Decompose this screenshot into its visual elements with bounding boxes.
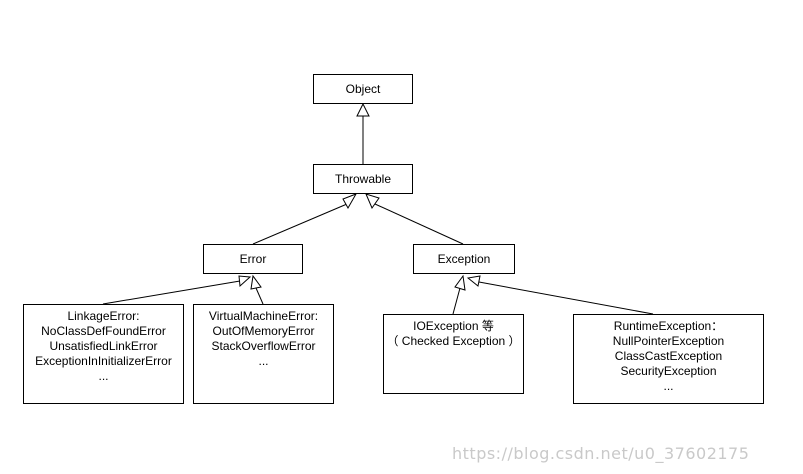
node-text-line: StackOverflowError [211, 339, 316, 353]
node-text-line: ... [98, 369, 109, 383]
node-object-label: Object [345, 81, 381, 96]
arrowhead-error-2 [250, 274, 262, 290]
arrowhead-object [356, 102, 370, 117]
node-object: Object [313, 74, 413, 104]
node-text-line: SecurityException [620, 364, 717, 378]
node-text-line: （ Checked Exception ） [386, 334, 521, 348]
arrowhead-exception-1 [454, 274, 466, 291]
node-text-line: UnsatisfiedLinkError [49, 339, 158, 353]
edge-vm-error [255, 287, 264, 305]
node-throwable: Throwable [313, 164, 413, 194]
node-error-label: Error [239, 251, 267, 266]
node-exception-label: Exception [437, 251, 491, 266]
arrowhead-exception-2 [466, 275, 481, 287]
edge-error-throwable [252, 203, 348, 245]
node-text-line: ClassCastException [614, 349, 723, 363]
node-text-line: IOException 等 [413, 319, 494, 333]
node-runtime-exception: RuntimeException： NullPointerException C… [573, 314, 764, 404]
watermark-text: https://blog.csdn.net/u0_37602175 [452, 444, 750, 463]
node-text-line: NoClassDefFoundError [41, 324, 166, 338]
arrowhead-throwable-2 [365, 193, 380, 210]
node-text-line: ... [663, 379, 674, 393]
node-text-line: RuntimeException： [613, 319, 724, 333]
node-text-line: ExceptionInInitializerError [35, 354, 172, 368]
node-text-line: OutOfMemoryError [212, 324, 315, 338]
node-throwable-label: Throwable [334, 171, 392, 186]
edge-linkage-error [102, 280, 241, 305]
node-text-line: ... [258, 354, 269, 368]
node-linkage-error: LinkageError: NoClassDefFoundError Unsat… [23, 304, 184, 404]
node-text-line: LinkageError: [67, 309, 140, 323]
node-error: Error [203, 244, 303, 274]
node-io-exception: IOException 等 （ Checked Exception ） [383, 314, 524, 394]
node-exception: Exception [413, 244, 515, 274]
node-text-line: NullPointerException [612, 334, 725, 348]
arrowhead-error-1 [238, 275, 252, 288]
edge-io-exception [452, 287, 461, 315]
node-virtual-machine-error: VirtualMachineError: OutOfMemoryError St… [193, 304, 334, 404]
edge-exception-throwable [374, 203, 464, 245]
node-text-line: VirtualMachineError: [208, 309, 319, 323]
edge-runtime-exception [478, 281, 654, 315]
arrowhead-throwable-1 [342, 193, 358, 210]
